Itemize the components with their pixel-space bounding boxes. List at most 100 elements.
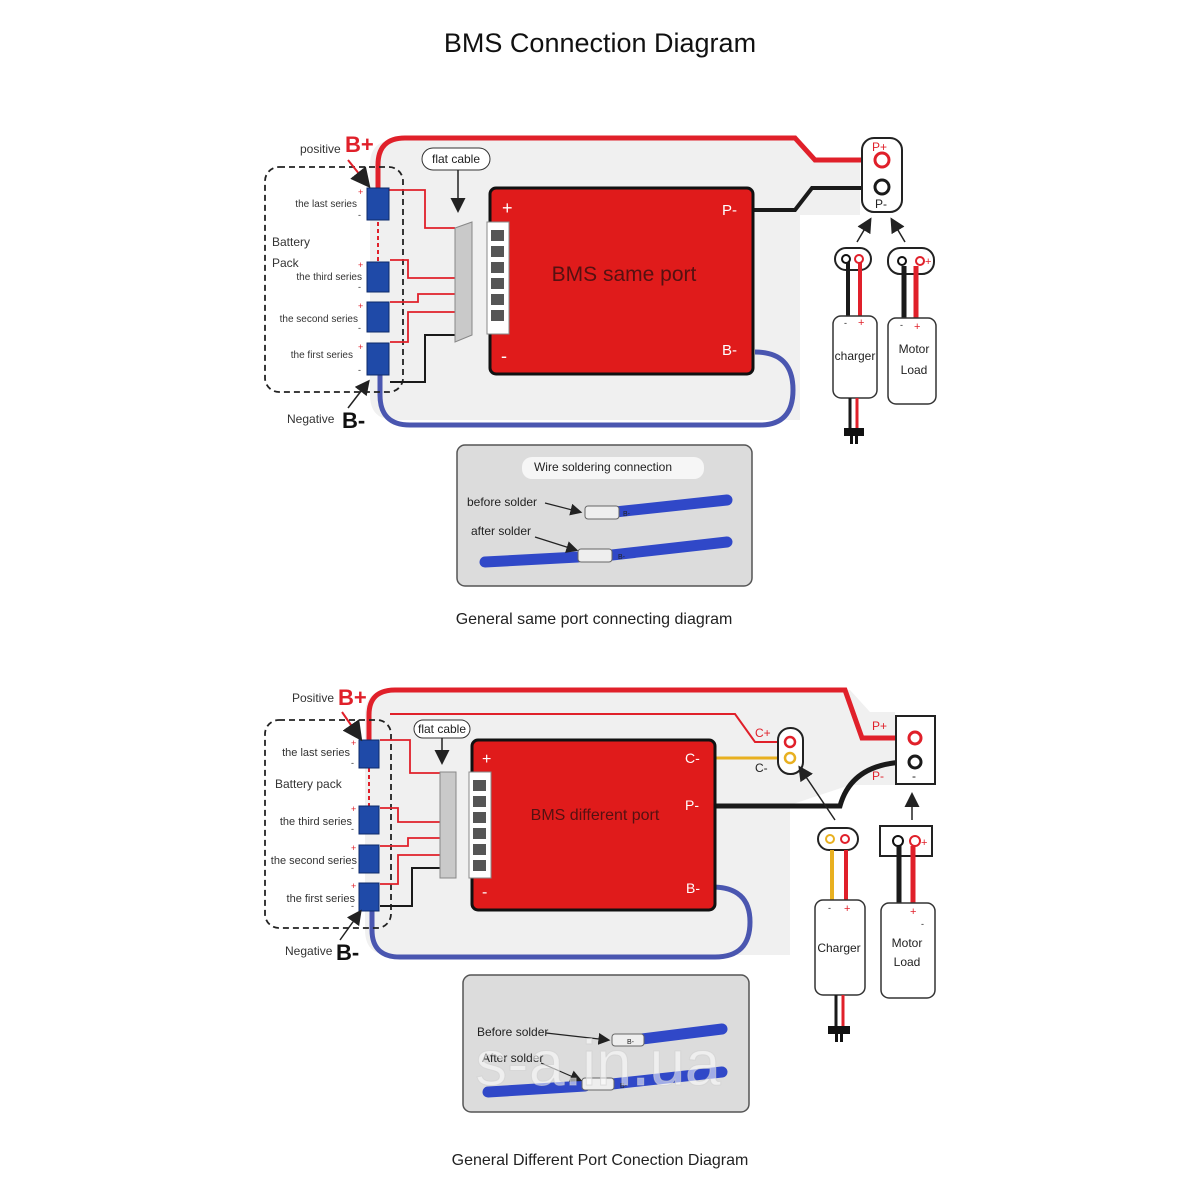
port-c-plus-label: C+: [755, 726, 771, 740]
charger-label: Charger: [817, 941, 860, 955]
charger-box: [814, 899, 866, 996]
cell-minus-sign: -: [351, 901, 354, 911]
cell-minus-sign: -: [351, 863, 354, 873]
load-plug-pin: [892, 835, 904, 847]
sense-wires: [380, 739, 440, 885]
before-solder-mark: B-: [623, 511, 631, 518]
load-minus: -: [921, 919, 924, 929]
battery-pack-box: [264, 166, 404, 393]
load-plug-plus: +: [925, 256, 931, 268]
motor-load-label-line1: Motor: [899, 342, 930, 356]
before-solder-terminal: [584, 505, 620, 520]
cell-minus-sign: -: [358, 210, 361, 220]
after-solder-label: After solder: [482, 1051, 543, 1065]
b-minus-label: B-: [336, 940, 359, 965]
mains-plug-icon: [828, 1026, 850, 1042]
connector-pins: [473, 780, 486, 871]
b-minus-wire: [369, 884, 753, 960]
cells: [358, 739, 380, 912]
board-b-minus-label: B-: [686, 880, 700, 896]
negative-label: Negative: [285, 944, 333, 958]
load-connector: [879, 825, 933, 857]
board-minus-label: -: [482, 884, 487, 901]
board-plus-label: +: [482, 751, 491, 768]
b-minus-wire: [377, 349, 796, 428]
b-minus-sense-wire: [390, 334, 455, 383]
cell-plus-sign: +: [351, 738, 356, 748]
cell-plus-sign: +: [358, 260, 363, 270]
charger-plug-pin: [840, 834, 850, 844]
positive-label: Positive: [292, 691, 334, 705]
after-solder-pointer: [540, 1062, 583, 1082]
charger-plug-pin: [841, 254, 851, 264]
b-plus-pointer: [347, 159, 371, 189]
load-minus: -: [900, 320, 903, 330]
flat-cable-ribbon: [454, 221, 473, 343]
b-minus-label: B-: [342, 408, 365, 433]
series-label-third: the third series: [280, 816, 353, 828]
port-p-plus-label: P+: [872, 719, 887, 733]
connector-pins: [491, 230, 504, 321]
c-minus-terminal: [783, 751, 797, 765]
cell-minus-sign: -: [358, 365, 361, 375]
charger-connector: [834, 247, 872, 271]
after-solder-label: after solder: [471, 524, 531, 538]
c-plus-wire: [390, 713, 788, 743]
motor-load-box: [887, 317, 937, 405]
load-plug-plus: +: [921, 837, 927, 849]
cell-minus-sign: -: [358, 323, 361, 333]
board-b-minus-label: B-: [722, 342, 737, 359]
soldering-title-bg: [522, 457, 704, 479]
same-port-diagram: + - + - + - + - the last series the thir…: [264, 132, 937, 628]
battery-pack-label: Battery pack: [275, 777, 343, 791]
series-label-second: the second series: [271, 855, 358, 867]
battery-pack-label: Pack: [272, 256, 300, 270]
charger-plug-pin: [854, 254, 864, 264]
series-label-second: the second series: [280, 314, 358, 325]
cell-third: [358, 805, 380, 835]
flat-cable-ribbon: [439, 771, 457, 879]
cell-first: [366, 342, 390, 376]
after-solder-pointer: [534, 536, 579, 553]
cell-plus-sign: +: [351, 881, 356, 891]
load-plug-pin: [909, 835, 921, 847]
b-minus-pointer: [347, 379, 370, 409]
positive-wire: [375, 135, 880, 190]
board-minus-label: -: [501, 346, 507, 366]
cells: [366, 187, 390, 376]
p-plus-terminal: [907, 730, 923, 746]
series-label-last: the last series: [295, 199, 357, 210]
before-solder-wire: [609, 494, 733, 518]
load-connector: [887, 247, 935, 275]
charger-plus: +: [858, 317, 864, 329]
output-port: [861, 137, 903, 213]
charger-label: charger: [835, 349, 876, 363]
before-solder-mark: B-: [627, 1039, 635, 1046]
load-plus: +: [914, 321, 920, 333]
charger-plug-pin: [825, 834, 835, 844]
before-solder-label: before solder: [467, 495, 537, 509]
motor-load-label-line2: Load: [894, 955, 921, 969]
watermark: s-a.in.ua: [475, 1027, 721, 1099]
cell-plus-sign: +: [351, 804, 356, 814]
charger-plus: +: [844, 903, 850, 915]
load-arrow: [890, 217, 906, 243]
motor-load-box: [880, 902, 936, 999]
sense-wires: [388, 189, 455, 343]
charger-minus: -: [828, 903, 831, 913]
after-solder-mark: B-: [620, 1083, 628, 1090]
before-solder-wire: [636, 1023, 728, 1045]
flat-cable-label: flat cable: [418, 722, 466, 736]
after-solder-wire-right: [606, 536, 733, 561]
charger-minus: -: [844, 318, 847, 328]
p-plus-terminal: [873, 151, 891, 169]
cell-first: [358, 882, 380, 912]
cell-plus-sign: +: [358, 301, 363, 311]
motor-load-label-line2: Load: [901, 363, 928, 377]
port-p-minus-label: P-: [872, 769, 884, 783]
bms-board: [470, 738, 717, 912]
board-c-minus-label: C-: [685, 750, 700, 766]
cell-minus-sign: -: [351, 824, 354, 834]
after-solder-wire-left: [482, 1080, 591, 1098]
b-minus-pointer: [339, 909, 362, 941]
